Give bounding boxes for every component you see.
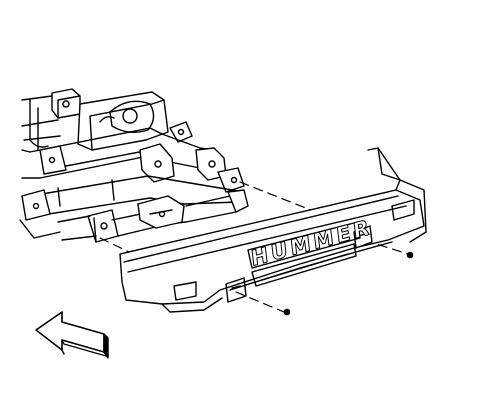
frame-assembly-icon [19,88,249,243]
bolt-icon [283,251,414,316]
front-bumper-icon [119,147,427,313]
direction-arrow-icon [35,311,109,359]
